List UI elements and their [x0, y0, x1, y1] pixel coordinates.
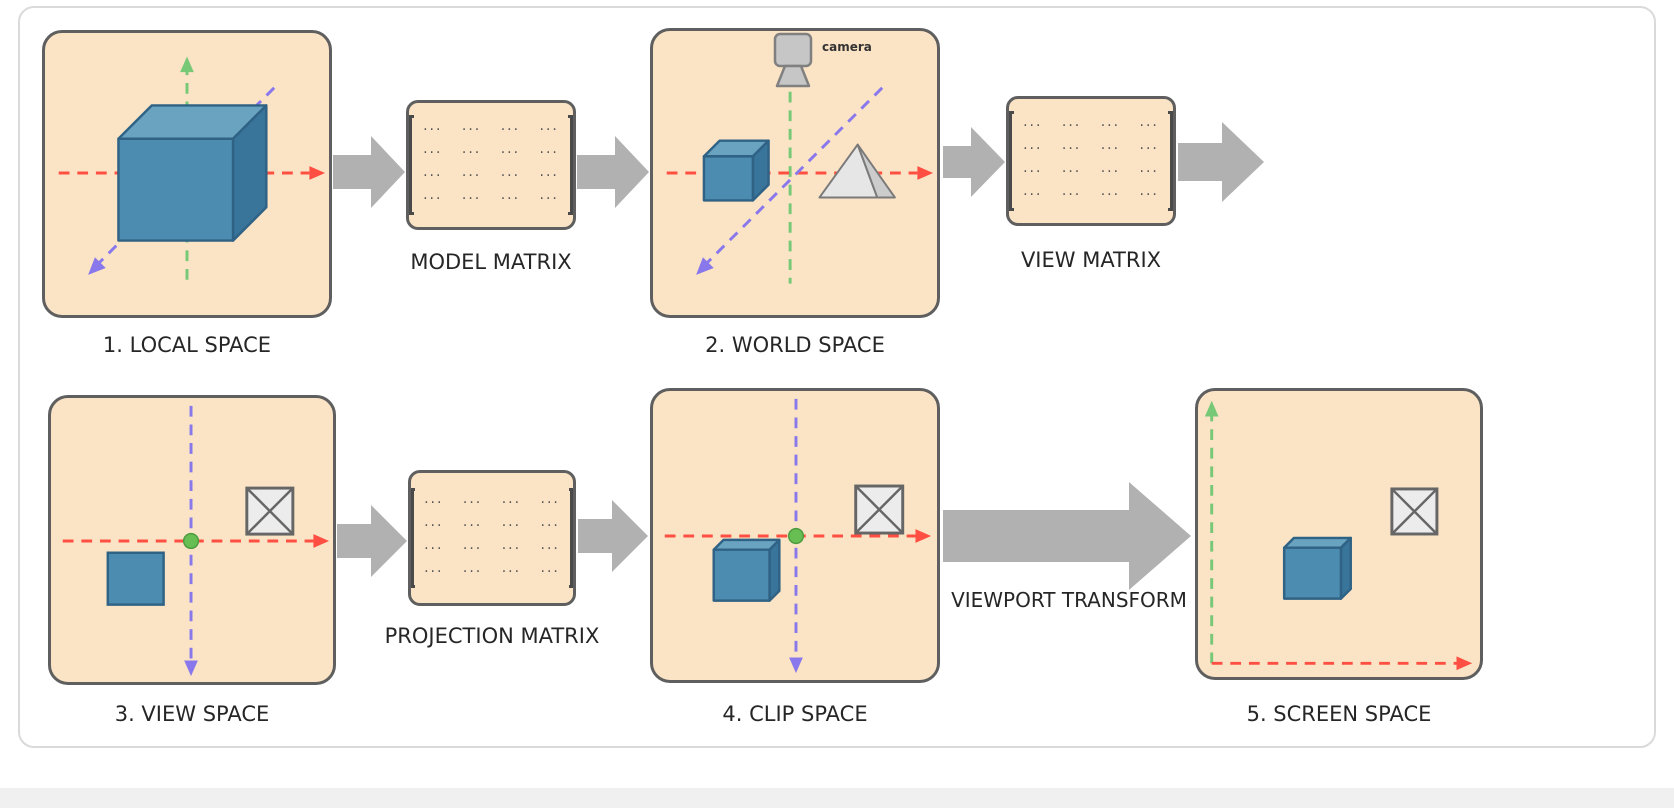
matrix-row: ··· ··· ··· ··· — [423, 122, 559, 138]
flow-arrow-projection-to-clip-icon — [578, 500, 648, 572]
flow-arrow-view-to-projection-icon — [337, 505, 407, 577]
cube-3d-icon — [117, 104, 268, 242]
cube-3d-icon — [1282, 536, 1352, 600]
matrix-row: ··· ··· ··· ··· — [423, 168, 559, 184]
view-matrix-box: ··· ··· ··· ··· ··· ··· ··· ··· ··· ··· … — [1006, 96, 1176, 226]
matrix-row: ··· ··· ··· ··· — [1023, 187, 1159, 203]
pyramid-icon — [818, 143, 896, 199]
matrix-bracket-left — [409, 115, 415, 215]
matrix-row: ··· ··· ··· ··· — [424, 518, 560, 534]
view-matrix-caption: VIEW MATRIX — [1020, 248, 1162, 272]
view-space-panel — [48, 395, 336, 685]
projection-matrix-box: ··· ··· ··· ··· ··· ··· ··· ··· ··· ··· … — [408, 470, 576, 606]
cube-3d-icon — [702, 139, 770, 202]
projection-matrix-caption: PROJECTION MATRIX — [384, 624, 600, 648]
screen-space-diagram — [1204, 400, 1473, 671]
page-footer-strip — [0, 788, 1674, 808]
blue-square-icon — [106, 551, 165, 606]
viewport-transform-label: VIEWPORT TRANSFORM — [951, 588, 1187, 612]
matrix-values: ··· ··· ··· ··· ··· ··· ··· ··· ··· ··· … — [421, 116, 561, 214]
matrix-bracket-left — [411, 488, 416, 588]
local-space-diagram — [58, 56, 326, 280]
flow-arrow-world-to-view-icon — [943, 127, 1005, 197]
cube-3d-icon — [712, 538, 781, 602]
model-matrix-box: ··· ··· ··· ··· ··· ··· ··· ··· ··· ··· … — [406, 100, 576, 230]
crossed-square-icon — [245, 486, 295, 536]
y-axis-green-icon — [180, 56, 194, 280]
matrix-bracket-left — [1009, 111, 1015, 211]
screen-space-caption: 5. SCREEN SPACE — [1246, 702, 1432, 726]
origin-dot-icon — [182, 532, 200, 550]
matrix-row: ··· ··· ··· ··· — [424, 495, 560, 511]
model-matrix-caption: MODEL MATRIX — [410, 250, 572, 274]
matrix-row: ··· ··· ··· ··· — [424, 564, 560, 580]
matrix-values: ··· ··· ··· ··· ··· ··· ··· ··· ··· ··· … — [422, 489, 562, 587]
y-axis-purple-icon — [184, 405, 198, 677]
matrix-bracket-right — [568, 488, 573, 588]
local-space-caption: 1. LOCAL SPACE — [102, 333, 272, 357]
clip-space-diagram — [664, 398, 932, 674]
flow-arrow-model-to-world-icon — [577, 136, 649, 208]
world-space-diagram — [666, 86, 934, 284]
matrix-bracket-right — [567, 115, 573, 215]
matrix-bracket-right — [1167, 111, 1173, 211]
matrix-row: ··· ··· ··· ··· — [1023, 118, 1159, 134]
matrix-row: ··· ··· ··· ··· — [1023, 141, 1159, 157]
x-axis-red-icon — [62, 534, 330, 548]
x-axis-red-icon — [1211, 656, 1473, 671]
matrix-row: ··· ··· ··· ··· — [424, 541, 560, 557]
y-axis-green-icon — [1204, 400, 1219, 664]
x-axis-red-icon — [664, 529, 932, 543]
matrix-row: ··· ··· ··· ··· — [423, 145, 559, 161]
view-space-caption: 3. VIEW SPACE — [114, 702, 270, 726]
origin-dot-icon — [787, 527, 805, 545]
camera-label: camera — [822, 40, 872, 54]
z-axis-purple-icon — [696, 86, 884, 275]
flow-arrow-local-to-model-icon — [333, 136, 405, 208]
world-space-panel — [650, 28, 940, 318]
flow-arrow-view-matrix-out-icon — [1178, 122, 1264, 202]
viewport-transform-arrow-icon — [943, 482, 1191, 590]
view-space-diagram — [62, 405, 330, 677]
crossed-square-icon — [1390, 487, 1439, 536]
local-space-panel — [42, 30, 332, 318]
camera-icon — [773, 32, 813, 88]
crossed-square-icon — [854, 484, 905, 535]
screen-space-panel — [1195, 388, 1483, 680]
matrix-row: ··· ··· ··· ··· — [423, 191, 559, 207]
world-space-caption: 2. WORLD SPACE — [705, 333, 885, 357]
matrix-row: ··· ··· ··· ··· — [1023, 164, 1159, 180]
clip-space-caption: 4. CLIP SPACE — [722, 702, 868, 726]
x-axis-red-icon — [58, 166, 326, 180]
matrix-values: ··· ··· ··· ··· ··· ··· ··· ··· ··· ··· … — [1021, 112, 1161, 210]
clip-space-panel — [650, 388, 940, 683]
